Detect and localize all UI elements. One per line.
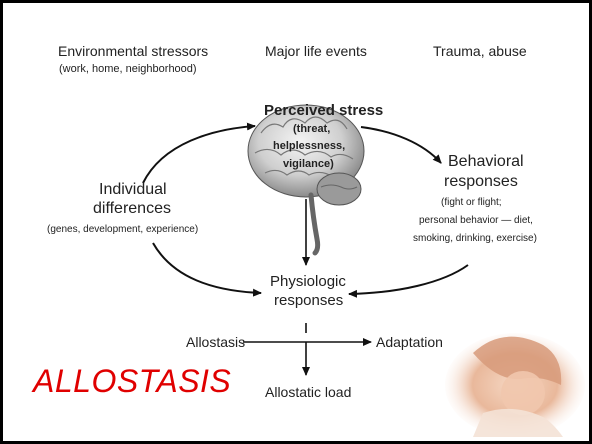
trauma-abuse-label: Trauma, abuse [433, 43, 527, 59]
behavioral-responses-sub1: (fight or flight; [441, 197, 502, 208]
allostasis-slide-title: ALLOSTASIS [33, 363, 231, 400]
arrow-individual-to-physiologic [153, 243, 261, 293]
environmental-stressors-label: Environmental stressors [58, 43, 208, 59]
perceived-stress-line1: (threat, [293, 123, 330, 135]
allostatic-load-label: Allostatic load [265, 384, 351, 400]
behavioral-responses-line1: Behavioral [448, 153, 524, 171]
physiologic-responses-line1: Physiologic [270, 273, 346, 290]
slide-canvas: Environmental stressors (work, home, nei… [3, 3, 589, 441]
individual-differences-sub: (genes, development, experience) [47, 224, 198, 235]
adaptation-label: Adaptation [376, 334, 443, 350]
behavioral-responses-sub2: personal behavior — diet, [419, 215, 533, 226]
allostasis-label: Allostasis [186, 334, 245, 350]
environmental-stressors-sub: (work, home, neighborhood) [59, 63, 197, 75]
arrow-individual-to-perceived [143, 126, 255, 183]
arrow-perceived-to-behavioral [361, 127, 441, 163]
individual-differences-line1: Individual [99, 181, 167, 199]
arrow-behavioral-to-physiologic [349, 265, 468, 294]
behavioral-responses-line2: responses [444, 173, 518, 191]
major-life-events-label: Major life events [265, 43, 367, 59]
behavioral-responses-sub3: smoking, drinking, exercise) [413, 233, 537, 244]
perceived-stress-title: Perceived stress [264, 102, 383, 119]
perceived-stress-line2: helplessness, [273, 140, 345, 152]
physiologic-responses-line2: responses [274, 292, 343, 309]
mother-baby-photo [445, 333, 585, 437]
perceived-stress-line3: vigilance) [283, 158, 334, 170]
individual-differences-line2: differences [93, 200, 171, 218]
